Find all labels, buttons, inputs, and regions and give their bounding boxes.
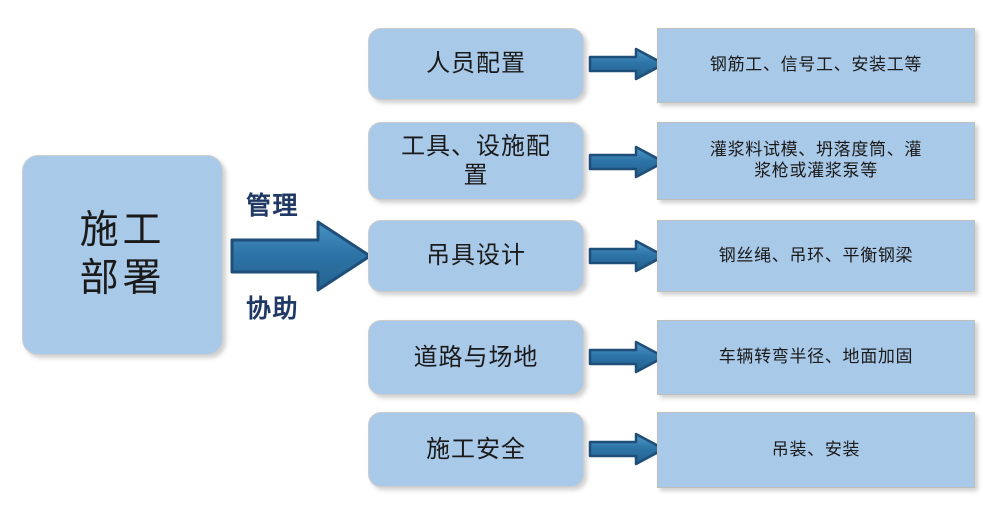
node-category-3-text: 吊具设计 <box>426 241 526 270</box>
node-category-1-line-1: 人员配置 <box>426 49 526 78</box>
row-2-right-arrow-icon <box>588 145 666 179</box>
row-4-right-arrow-icon <box>588 340 666 374</box>
row-5-right-arrow-icon <box>588 432 666 466</box>
node-detail-4-text: 车辆转弯半径、地面加固 <box>719 347 913 368</box>
node-detail-1[interactable]: 钢筋工、信号工、安装工等 <box>657 28 975 103</box>
node-category-4-line-1: 道路与场地 <box>413 342 539 371</box>
node-category-1-text: 人员配置 <box>426 49 526 78</box>
node-detail-2[interactable]: 灌浆料试模、坍落度筒、灌 浆枪或灌浆泵等 <box>657 122 975 200</box>
node-detail-5-text: 吊装、安装 <box>772 440 860 461</box>
node-root-line-2: 部署 <box>79 256 166 301</box>
node-detail-3-line-1: 钢丝绳、吊环、平衡钢梁 <box>718 245 914 266</box>
node-detail-1-text: 钢筋工、信号工、安装工等 <box>710 55 922 76</box>
node-category-5[interactable]: 施工安全 <box>368 412 584 487</box>
node-category-4-text: 道路与场地 <box>414 343 539 372</box>
node-category-3[interactable]: 吊具设计 <box>368 220 584 292</box>
node-category-5-text: 施工安全 <box>426 435 526 464</box>
node-root-text: 施工 部署 <box>80 207 166 302</box>
node-category-2-text: 工具、设施配 置 <box>401 132 551 191</box>
node-category-2[interactable]: 工具、设施配 置 <box>368 122 584 200</box>
node-category-1[interactable]: 人员配置 <box>368 28 584 100</box>
node-detail-4[interactable]: 车辆转弯半径、地面加固 <box>657 320 975 395</box>
row-1-right-arrow-icon <box>588 47 666 81</box>
node-detail-4-line-1: 车辆转弯半径、地面加固 <box>718 347 914 368</box>
node-root-line-1: 施工 <box>79 208 166 254</box>
node-detail-1-line-1: 钢筋工、信号工、安装工等 <box>709 55 923 76</box>
main-right-arrow-icon <box>230 218 372 294</box>
edge-label-manage: 管理 <box>246 191 300 220</box>
node-detail-5[interactable]: 吊装、安装 <box>657 412 975 488</box>
node-detail-2-text: 灌浆料试模、坍落度筒、灌 浆枪或灌浆泵等 <box>710 140 922 181</box>
node-detail-2-line-2: 浆枪或灌浆泵等 <box>754 161 878 181</box>
node-category-5-line-1: 施工安全 <box>426 434 526 463</box>
node-category-3-line-1: 吊具设计 <box>426 241 526 270</box>
node-category-4[interactable]: 道路与场地 <box>368 320 584 395</box>
node-detail-2-line-1: 灌浆料试模、坍落度筒、灌 <box>709 140 923 161</box>
row-3-right-arrow-icon <box>588 239 666 273</box>
node-root[interactable]: 施工 部署 <box>22 155 223 355</box>
node-category-2-line-2: 置 <box>463 161 489 189</box>
node-category-2-line-1: 工具、设施配 <box>401 131 551 160</box>
node-detail-5-line-1: 吊装、安装 <box>771 439 861 460</box>
node-detail-3[interactable]: 钢丝绳、吊环、平衡钢梁 <box>657 220 975 292</box>
node-detail-3-text: 钢丝绳、吊环、平衡钢梁 <box>719 246 913 267</box>
edge-label-assist: 协助 <box>246 294 300 323</box>
